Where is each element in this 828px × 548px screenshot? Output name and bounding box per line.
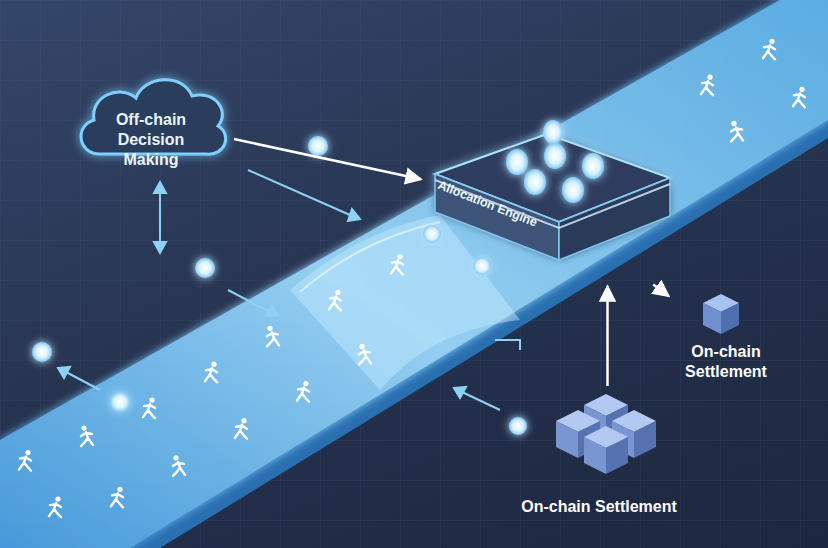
runner-figure bbox=[143, 397, 155, 418]
runner-figure bbox=[763, 39, 775, 60]
arrow-head bbox=[266, 306, 278, 316]
runner-figure bbox=[235, 418, 247, 439]
node-label: On-chain Settlement bbox=[672, 342, 780, 382]
coin bbox=[32, 342, 52, 362]
runner-figure bbox=[173, 455, 185, 476]
node-label: Off-chain Decision Making bbox=[92, 110, 210, 170]
runner-figure bbox=[329, 290, 341, 311]
arrow-head bbox=[454, 387, 466, 398]
coin bbox=[473, 257, 491, 275]
hump-edge bbox=[300, 222, 440, 292]
arrow-head bbox=[154, 182, 166, 193]
engine-box: Allocation Engine bbox=[425, 132, 675, 282]
runner-figure bbox=[731, 121, 743, 142]
settlement-cube: On-chain Settlement bbox=[672, 290, 780, 388]
settlement-stack: On-chain Settlement bbox=[500, 390, 698, 524]
runner-figure bbox=[19, 450, 31, 471]
runner-figure bbox=[49, 496, 61, 517]
coin bbox=[195, 258, 215, 278]
node-label: On-chain Settlement bbox=[500, 498, 698, 516]
runner-figure bbox=[701, 75, 713, 96]
coin bbox=[509, 417, 527, 435]
arrow-head bbox=[348, 209, 360, 221]
coin bbox=[110, 392, 130, 412]
flow-arrow bbox=[462, 392, 500, 410]
arrow-head bbox=[58, 367, 70, 378]
runner-figure bbox=[793, 87, 805, 108]
runner-figure bbox=[267, 326, 279, 347]
flow-connector bbox=[653, 284, 669, 296]
arrow-head bbox=[154, 242, 166, 253]
flow-arrow bbox=[228, 290, 270, 312]
runner-figure bbox=[111, 487, 123, 508]
coin bbox=[423, 225, 441, 243]
runner-figure bbox=[297, 381, 309, 402]
double-arrow bbox=[159, 190, 161, 245]
runner-figure bbox=[81, 425, 93, 446]
flow-connector bbox=[234, 139, 421, 179]
flow-arrow bbox=[248, 170, 350, 215]
runner-figures bbox=[19, 39, 805, 517]
runner-figure bbox=[391, 254, 403, 275]
flow-arrow bbox=[66, 372, 100, 390]
cloud-node: Off-chain Decision Making bbox=[70, 62, 230, 180]
band-hump bbox=[290, 215, 520, 390]
runner-figure bbox=[359, 344, 371, 365]
coin bbox=[308, 136, 328, 156]
flow-arrow bbox=[495, 340, 520, 350]
flow-connector bbox=[606, 286, 609, 386]
runner-figure bbox=[205, 362, 217, 383]
engine-box-outline bbox=[425, 132, 675, 282]
